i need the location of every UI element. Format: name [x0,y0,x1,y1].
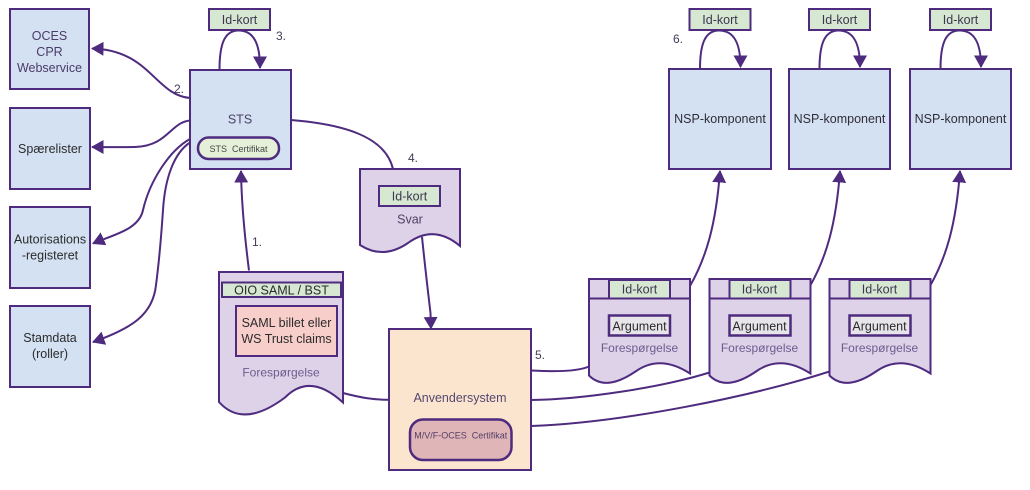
svg-text:SAML billet eller: SAML billet eller [242,316,332,330]
svg-text:3.: 3. [276,29,286,43]
svg-text:Id-kort: Id-kort [943,13,979,27]
svg-text:Argument: Argument [732,320,787,334]
svg-text:NSP-komponent: NSP-komponent [915,112,1007,126]
svg-text:CPR: CPR [36,45,62,59]
svg-text:5.: 5. [535,348,545,362]
svg-text:OIO SAML / BST: OIO SAML / BST [234,284,329,298]
svg-text:WS Trust claims: WS Trust claims [241,332,331,346]
svg-text:Id-kort: Id-kort [702,13,738,27]
svg-text:4.: 4. [408,151,418,165]
svg-text:NSP-komponent: NSP-komponent [674,112,766,126]
svg-text:OCES: OCES [32,29,67,43]
svg-text:Forespørgelse: Forespørgelse [601,341,679,355]
svg-text:Id-kort: Id-kort [392,190,428,204]
svg-text:Stamdata: Stamdata [23,331,77,345]
svg-text:STS: STS [228,113,252,127]
svg-text:Webservice: Webservice [17,61,82,75]
svg-text:Id-kort: Id-kort [222,13,258,27]
svg-text:Anvendersystem: Anvendersystem [413,391,506,405]
svg-text:2.: 2. [174,82,184,96]
svg-text:Id-kort: Id-kort [742,283,778,297]
svg-text:(roller): (roller) [32,347,68,361]
svg-text:Argument: Argument [612,320,667,334]
svg-text:Forespørgelse: Forespørgelse [242,366,320,380]
svg-text:Argument: Argument [852,320,907,334]
svg-text:NSP-komponent: NSP-komponent [794,112,886,126]
svg-text:Svar: Svar [397,213,423,227]
svg-text:Id-kort: Id-kort [862,283,898,297]
svg-text:Spærelister: Spærelister [18,142,82,156]
svg-text:Id-kort: Id-kort [822,13,858,27]
svg-text:6.: 6. [673,32,683,46]
svg-text:-registeret: -registeret [22,249,79,263]
svg-text:Autorisations: Autorisations [14,233,86,247]
svg-text:M/V/F-OCES Certifikat: M/V/F-OCES Certifikat [414,431,508,441]
svg-text:Forespørgelse: Forespørgelse [721,341,799,355]
svg-text:Id-kort: Id-kort [622,283,658,297]
svg-text:STS Certifikat: STS Certifikat [209,144,268,154]
svg-text:Forespørgelse: Forespørgelse [841,341,919,355]
svg-text:1.: 1. [252,235,262,249]
